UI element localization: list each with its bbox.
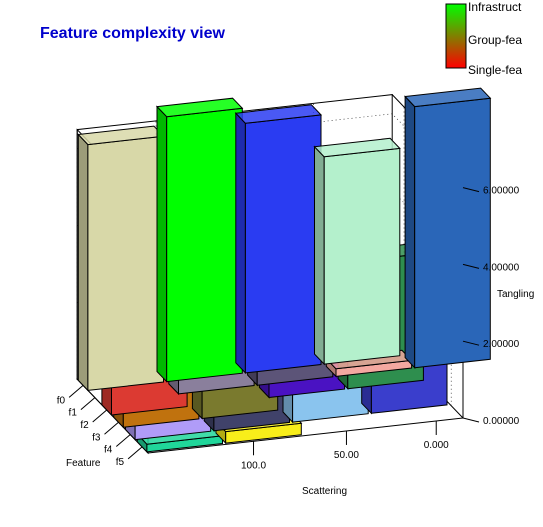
feature-tick-label: f5 xyxy=(116,457,125,468)
feature-axis-label: Feature xyxy=(66,458,101,469)
feature-tick xyxy=(80,397,96,411)
legend-label-infrastructure: Infrastruct xyxy=(468,0,522,14)
bar-side-face xyxy=(314,145,325,366)
feature-tick-label: f3 xyxy=(92,432,101,443)
bar-side-face xyxy=(156,105,168,383)
scattering-tick-label: 100.0 xyxy=(241,460,266,471)
axes: 0.00000 2.00000 4.00000 6.00000 100.0 50.00 0.… xyxy=(57,186,520,472)
scattering-tick-label: 0.000 xyxy=(424,440,449,451)
tangling-tick-label: 4.00000 xyxy=(483,262,520,273)
feature-tick-label: f4 xyxy=(104,445,113,456)
feature-tick xyxy=(68,384,84,398)
feature-tick xyxy=(104,421,119,435)
feature-tick xyxy=(127,446,143,460)
feature-tick-label: f0 xyxy=(57,395,66,406)
tangling-tick xyxy=(462,340,480,346)
tangling-tick xyxy=(462,187,480,193)
bar-front-face xyxy=(414,97,491,369)
legend-label-group: Group-fea xyxy=(468,33,523,47)
tangling-tick xyxy=(462,417,480,423)
bar-side-face xyxy=(404,95,416,369)
tangling-axis-label: Tangling xyxy=(497,289,535,300)
bars-group xyxy=(77,87,492,454)
scattering-tick-label: 50.00 xyxy=(334,450,359,461)
feature-tick xyxy=(115,434,131,447)
bar-f0-bin0 xyxy=(77,125,165,392)
feature-tick-label: f1 xyxy=(69,408,78,419)
bar-side-face xyxy=(235,111,246,375)
tangling-tick-label: 2.00000 xyxy=(483,339,520,350)
bar-f1-bin4 xyxy=(404,87,492,369)
bar-front-face xyxy=(323,147,401,365)
legend-gradient-bar xyxy=(445,3,467,69)
bar-top-face xyxy=(313,137,401,158)
chart-title: Feature complexity view xyxy=(40,25,225,42)
bar-front-face xyxy=(244,114,322,374)
legend-label-single: Single-fea xyxy=(468,63,523,77)
bar-f0-bin3 xyxy=(313,137,401,366)
bar-top-face xyxy=(404,87,492,108)
bar-f0-bin2 xyxy=(234,104,323,375)
bar-side-face xyxy=(77,133,89,392)
bar-front-face xyxy=(87,135,164,391)
bar-top-face xyxy=(77,125,165,146)
tangling-tick-label: 6.00000 xyxy=(483,186,520,197)
feature-tick xyxy=(92,409,108,423)
feature-tick-label: f2 xyxy=(80,420,89,431)
tangling-tick-label: 0.00000 xyxy=(483,416,520,427)
bar-f0-bin1 xyxy=(155,97,244,383)
tangling-tick xyxy=(462,263,480,269)
grid-line-h xyxy=(77,113,464,188)
scattering-axis-label: Scattering xyxy=(302,486,348,497)
bar-top-face xyxy=(155,97,244,118)
bar-top-face xyxy=(234,104,323,124)
bar-front-face xyxy=(166,107,243,383)
